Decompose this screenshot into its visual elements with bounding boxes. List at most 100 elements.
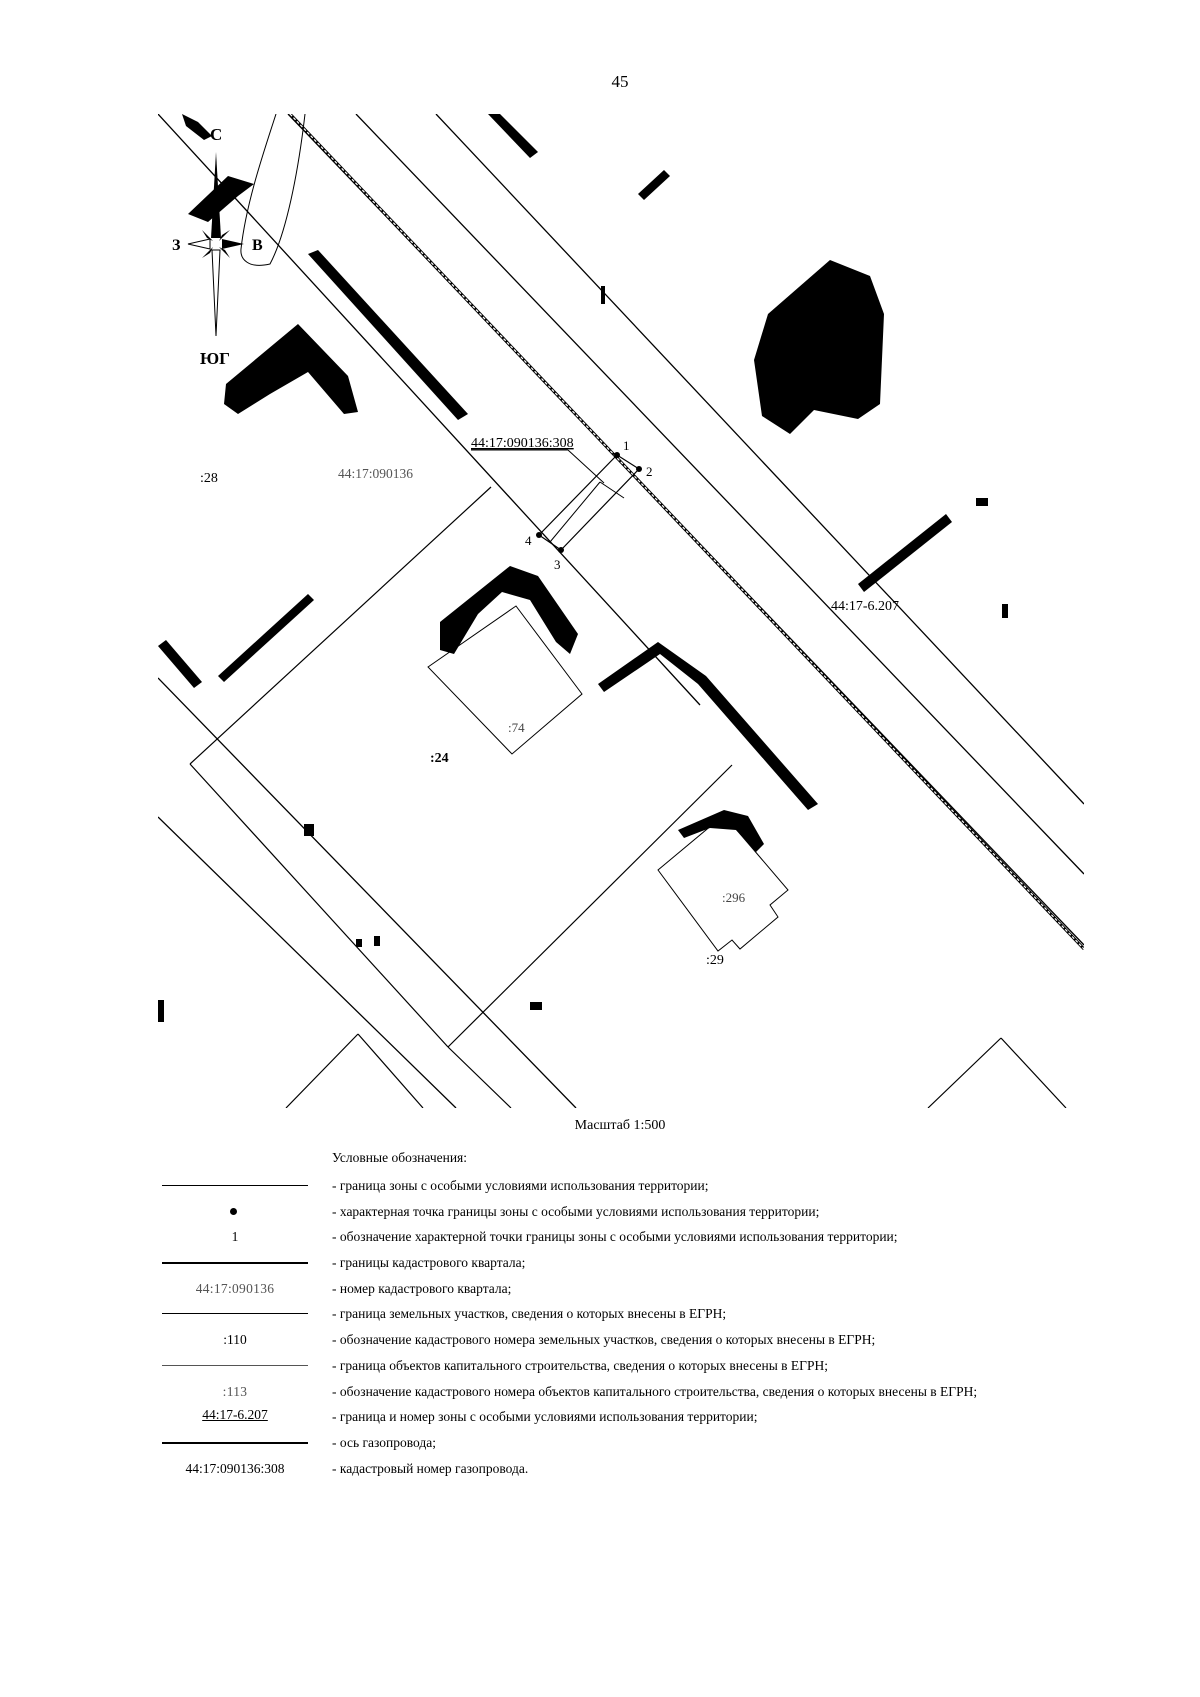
legend-dot-symbol [230, 1207, 237, 1215]
tree-blob-4 [678, 810, 764, 852]
tree-spot-1 [601, 286, 605, 304]
legend-symbol [158, 1174, 308, 1200]
label-point-1: 1 [623, 438, 630, 453]
parcel-29-left [447, 1046, 512, 1108]
compass-rose [187, 152, 244, 337]
legend-description: - границы кадастрового квартала; [332, 1255, 526, 1271]
legend-item: - границы кадастрового квартала; [158, 1251, 1088, 1277]
parcel-29-top [447, 764, 733, 1048]
legend-item: :113 - обозначение кадастрового номера об… [158, 1380, 1088, 1406]
legend-title: Условные обозначения: [332, 1150, 468, 1165]
legend: - граница зоны с особыми условиями испол… [158, 1174, 1088, 1482]
legend-item: - ось газопровода; [158, 1431, 1088, 1457]
gas-pipeline-axis [288, 114, 1084, 951]
label-parcel-28: :28 [200, 471, 218, 486]
tree-spot-4 [158, 1000, 164, 1022]
legend-description: - граница земельных участков, сведения о… [332, 1306, 727, 1322]
compass-north: С [210, 125, 222, 144]
curved-boundary [240, 114, 306, 266]
road-line-3 [355, 114, 1084, 875]
legend-item: - граница объектов капитального строител… [158, 1354, 1088, 1380]
tree-blob-1 [224, 324, 358, 414]
point-2 [636, 466, 642, 472]
legend-symbol [158, 1354, 308, 1380]
compass-east: В [252, 237, 263, 254]
compass-west: З [172, 237, 181, 254]
tree-blob-2 [754, 260, 884, 434]
road-line-4 [435, 114, 1084, 805]
legend-item: 44:17:090136:308- кадастровый номер газо… [158, 1457, 1088, 1483]
parcel-south-1 [285, 1033, 359, 1108]
zone-44-17-6-207 [536, 452, 642, 553]
legend-symbol [158, 1200, 308, 1226]
label-parcel-29: :29 [706, 953, 724, 968]
point-1 [614, 452, 620, 458]
pipeline-leader [471, 449, 605, 484]
label-zone: 44:17-6.207 [831, 599, 899, 614]
legend-symbol-text: :110 [223, 1332, 247, 1348]
legend-item: 44:17-6.207 - граница и номер зоны с особ… [158, 1405, 1088, 1431]
legend-symbol: 44:17-6.207 [158, 1405, 308, 1431]
map-scale: Масштаб 1:500 [574, 1118, 666, 1133]
tree-row-7 [638, 170, 670, 200]
legend-symbol [158, 1251, 308, 1277]
parcel-south-3 [927, 1037, 1002, 1108]
legend-symbol [158, 1302, 308, 1328]
label-gas-pipeline: 44:17:090136:308 [471, 436, 574, 451]
legend-description: - граница и номер зоны с особыми условия… [332, 1409, 758, 1425]
legend-description: - номер кадастрового квартала; [332, 1280, 512, 1296]
legend-symbol-text: 44:17:090136 [195, 1280, 275, 1296]
legend-description: - характерная точка границы зоны с особы… [332, 1203, 820, 1219]
tree-row-6 [488, 114, 538, 158]
legend-symbol: 44:17:090136:308 [158, 1457, 308, 1483]
tree-row-5 [858, 514, 952, 592]
legend-item: - граница земельных участков, сведения о… [158, 1302, 1088, 1328]
parcel-24-top [189, 486, 492, 765]
tree-spot-2 [976, 498, 988, 506]
legend-item: 1 - обозначение характерной точки границы… [158, 1225, 1088, 1251]
legend-symbol-text: 44:17:090136:308 [185, 1460, 285, 1476]
vegetation [158, 114, 1008, 1022]
parcel-south-2 [357, 1033, 424, 1108]
legend-symbol: :113 [158, 1380, 308, 1406]
legend-description: - обозначение характерной точки границы … [332, 1229, 898, 1245]
tree-spot-5 [304, 824, 314, 836]
road-line-5 [158, 816, 457, 1108]
label-point-2: 2 [646, 464, 653, 479]
tree-row-2 [158, 640, 202, 688]
parcel-boundaries [189, 486, 1067, 1108]
legend-symbol-text: 1 [231, 1229, 239, 1245]
compass-south: ЮГ [200, 349, 230, 368]
label-quarter: 44:17:090136 [338, 466, 413, 481]
legend-description: - граница зоны с особыми условиями испол… [332, 1178, 709, 1193]
tree-blob-6 [188, 176, 254, 222]
label-point-3: 3 [554, 557, 561, 572]
building-296 [657, 814, 789, 952]
tree-spot-3 [1002, 604, 1008, 618]
parcel-south-4 [1000, 1037, 1067, 1108]
legend-item: - граница зоны с особыми условиями испол… [158, 1174, 1088, 1200]
road-line-6 [158, 677, 577, 1108]
map-svg: С З В ЮГ :28 44:17:090136 44:17:090136:3… [158, 114, 1084, 1108]
legend-description: - обозначение кадастрового номера объект… [332, 1383, 978, 1399]
tree-row-1 [308, 250, 468, 420]
legend-line-symbol [162, 1441, 308, 1444]
tree-row-4 [598, 642, 818, 810]
legend-symbol-text: 44:17-6.207 [202, 1407, 268, 1423]
legend-description: - граница объектов капитального строител… [332, 1357, 828, 1373]
legend-item: 44:17:090136 - номер кадастрового квартал… [158, 1277, 1088, 1303]
cadastral-map: С З В ЮГ :28 44:17:090136 44:17:090136:3… [158, 114, 1084, 1108]
legend-symbol-text: :113 [222, 1383, 248, 1399]
label-building-74: :74 [508, 720, 525, 735]
legend-symbol: 1 [158, 1225, 308, 1251]
parcel-24-bottom [189, 763, 449, 1048]
legend-symbol: 44:17:090136 [158, 1277, 308, 1303]
legend-line-symbol [162, 1262, 308, 1265]
label-point-4: 4 [525, 533, 532, 548]
tree-blob-3 [440, 566, 578, 654]
legend-line-symbol [162, 1364, 308, 1366]
legend-description: - ось газопровода; [332, 1434, 436, 1450]
tree-spot-6 [356, 939, 362, 947]
tree-spot-7 [374, 936, 380, 946]
legend-line-symbol [162, 1313, 308, 1315]
